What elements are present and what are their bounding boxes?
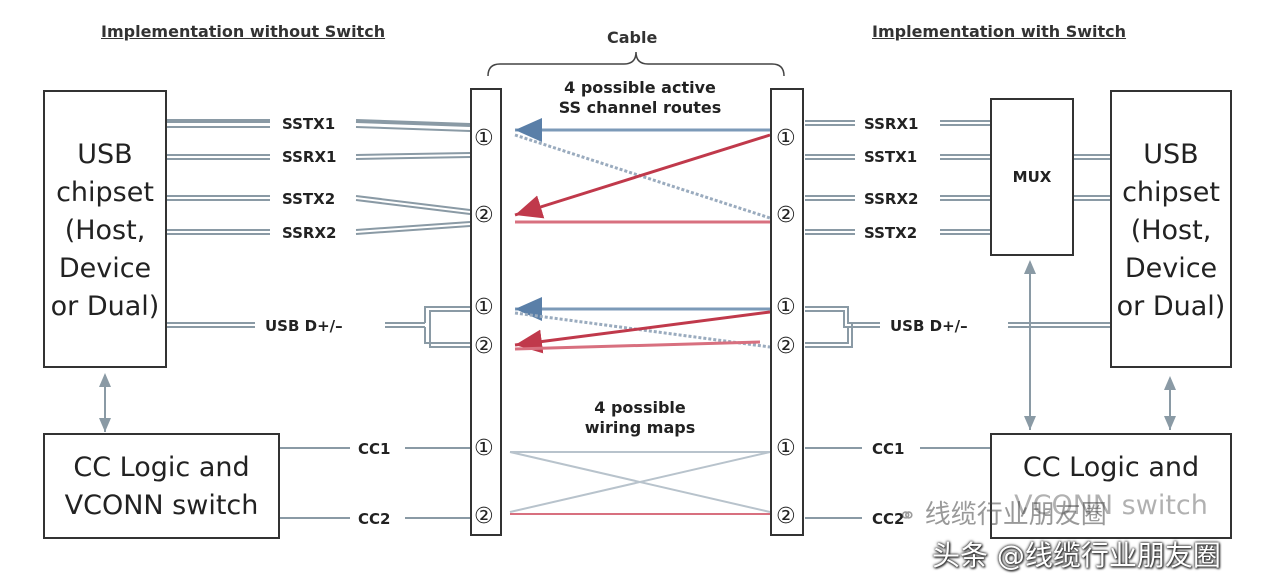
left-chipset-line3: (Host, <box>64 215 146 246</box>
right-pin-2-usb: ② <box>776 334 796 359</box>
left-signal-sstx2: SSTX2 <box>282 190 336 208</box>
wechat-icon: ⚭ <box>898 504 917 529</box>
right-pin-1-ss: ① <box>776 126 796 151</box>
left-usb-lines <box>166 306 470 348</box>
left-cc-line2: VCONN switch <box>64 490 259 521</box>
watermark-overlay-text: 线缆行业朋友圈 <box>924 500 1107 530</box>
left-chipset-line4: Device <box>58 253 152 284</box>
left-usb-chipset-box: USB chipset (Host, Device or Dual) <box>43 90 167 368</box>
watermark-overlay: ⚭ 线缆行业朋友圈 <box>898 494 1107 531</box>
right-signal-cc1: CC1 <box>872 440 905 458</box>
left-connector <box>470 88 502 536</box>
right-signal-ssrx2: SSRX2 <box>864 190 919 208</box>
right-chipset-line4: Device <box>1124 253 1218 284</box>
right-pin-1-usb: ① <box>776 295 796 320</box>
left-pin-1-ss: ① <box>474 126 494 151</box>
right-cc-line2: VCONN switch <box>1014 490 1208 521</box>
left-pin-2-usb: ② <box>474 334 494 359</box>
routes-note-line2: SS channel routes <box>558 98 722 117</box>
mux-label: MUX <box>1012 168 1052 186</box>
left-ss-lines <box>166 119 471 235</box>
left-signal-sstx1: SSTX1 <box>282 115 336 133</box>
footer-watermark: 头条 @线缆行业朋友圈 <box>932 539 1221 572</box>
left-chipset-line2: chipset <box>56 177 154 208</box>
right-chipset-line5: or Dual) <box>1116 291 1226 322</box>
right-ss-lines <box>805 120 1110 235</box>
left-cc-line1: CC Logic and <box>73 452 250 483</box>
cable-brace <box>487 51 785 77</box>
left-signal-usb-d: USB D+/– <box>265 317 343 335</box>
routes-note-line1: 4 possible active <box>564 78 716 97</box>
right-usb-chipset-box: USB chipset (Host, Device or Dual) <box>1110 90 1232 368</box>
left-signal-ssrx1: SSRX1 <box>282 148 337 166</box>
right-pin-1-cc: ① <box>776 436 796 461</box>
left-signal-cc1: CC1 <box>358 440 391 458</box>
right-signal-cc2: CC2 <box>872 510 905 528</box>
right-signal-ssrx1: SSRX1 <box>864 115 919 133</box>
right-pin-2-cc: ② <box>776 504 796 529</box>
right-chipset-line3: (Host, <box>1130 215 1212 246</box>
right-signal-sstx2: SSTX2 <box>864 224 918 242</box>
left-chipset-line1: USB <box>77 139 133 170</box>
right-signal-sstx1: SSTX1 <box>864 148 918 166</box>
left-pin-2-ss: ② <box>474 203 494 228</box>
routes-note: 4 possible active SS channel routes <box>530 78 750 118</box>
heading-right: Implementation with Switch <box>872 22 1127 41</box>
left-signal-ssrx2: SSRX2 <box>282 224 337 242</box>
left-cc-logic-box: CC Logic and VCONN switch <box>43 433 280 539</box>
right-connector <box>770 88 804 536</box>
left-signal-cc2: CC2 <box>358 510 391 528</box>
right-cc-line1: CC Logic and <box>1022 452 1200 483</box>
right-cc-lines <box>805 447 990 519</box>
right-signal-usb-d: USB D+/– <box>890 317 968 335</box>
maps-note-line2: wiring maps <box>584 418 696 437</box>
right-pin-2-ss: ② <box>776 203 796 228</box>
maps-note-line1: 4 possible <box>594 398 686 417</box>
left-pin-2-cc: ② <box>474 504 494 529</box>
right-vertical-arrows <box>1024 260 1176 430</box>
cable-routes <box>509 118 771 515</box>
right-chipset-line1: USB <box>1143 139 1199 170</box>
mux-box: MUX <box>990 98 1074 256</box>
right-chipset-line2: chipset <box>1122 177 1220 208</box>
heading-left: Implementation without Switch <box>101 22 386 41</box>
left-chipset-line5: or Dual) <box>50 291 160 322</box>
maps-note: 4 possible wiring maps <box>530 398 750 438</box>
heading-cable: Cable <box>607 28 658 47</box>
left-pin-1-usb: ① <box>474 295 494 320</box>
right-cc-logic-box: CC Logic and VCONN switch <box>990 433 1232 539</box>
left-cc-lines <box>280 447 470 519</box>
left-pin-1-cc: ① <box>474 436 494 461</box>
